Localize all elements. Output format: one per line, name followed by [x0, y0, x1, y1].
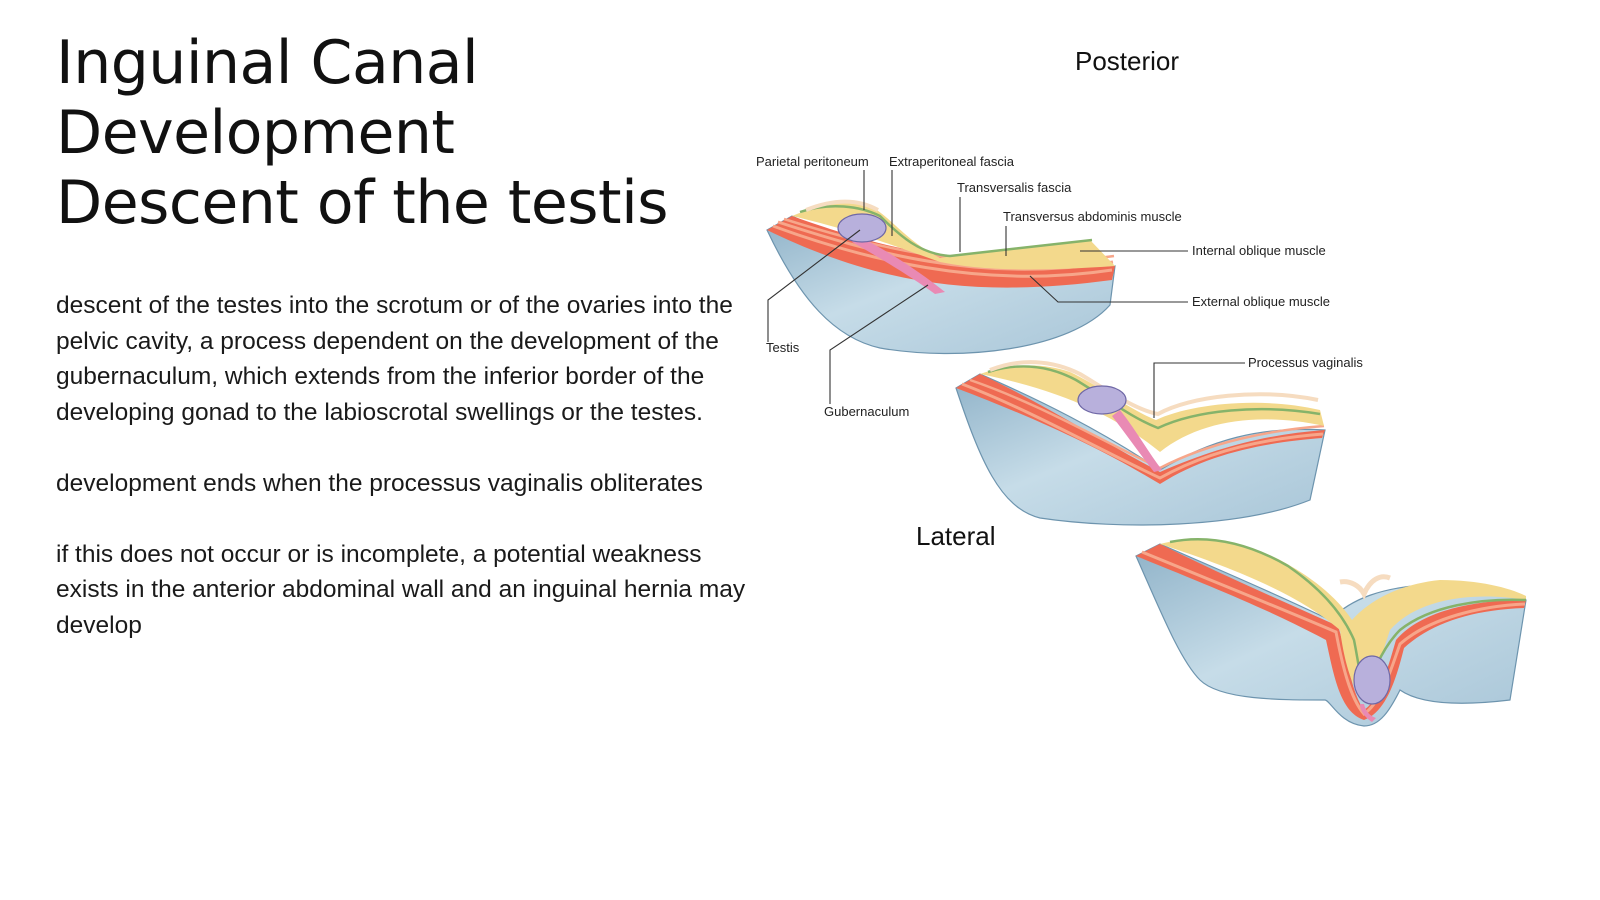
stage-3-wall-section: [1135, 538, 1527, 727]
stage-1-wall-section: [766, 199, 1116, 355]
label-internal-oblique: Internal oblique muscle: [1192, 243, 1326, 258]
stage-2-wall-section: [955, 360, 1326, 526]
body-paragraph-1: descent of the testes into the scrotum o…: [56, 292, 733, 426]
title-line-1: Inguinal Canal: [56, 28, 479, 98]
diagram-svg: Posterior Lateral: [756, 46, 1527, 727]
title-line-3: Descent of the testis: [56, 168, 669, 238]
label-transversus-abdominis: Transversus abdominis muscle: [1003, 209, 1182, 224]
leader-lines: [767, 170, 1245, 418]
label-transversalis-fascia: Transversalis fascia: [957, 180, 1072, 195]
label-testis: Testis: [766, 340, 800, 355]
slide-body: descent of the testes into the scrotum o…: [56, 288, 746, 679]
body-paragraph-2: development ends when the processus vagi…: [56, 469, 703, 497]
lateral-label: Lateral: [916, 521, 996, 551]
posterior-label: Posterior: [1075, 46, 1179, 76]
label-gubernaculum: Gubernaculum: [824, 404, 909, 419]
label-parietal-peritoneum: Parietal peritoneum: [756, 154, 869, 169]
title-line-2: Development: [56, 98, 455, 168]
body-paragraph-3: if this does not occur or is incomplete,…: [56, 540, 746, 639]
label-processus-vaginalis: Processus vaginalis: [1248, 355, 1363, 370]
slide-title: Inguinal Canal Development Descent of th…: [56, 28, 736, 238]
label-external-oblique: External oblique muscle: [1192, 294, 1330, 309]
label-extraperitoneal-fascia: Extraperitoneal fascia: [889, 154, 1015, 169]
testis-descent-diagram: Posterior Lateral: [740, 0, 1600, 900]
